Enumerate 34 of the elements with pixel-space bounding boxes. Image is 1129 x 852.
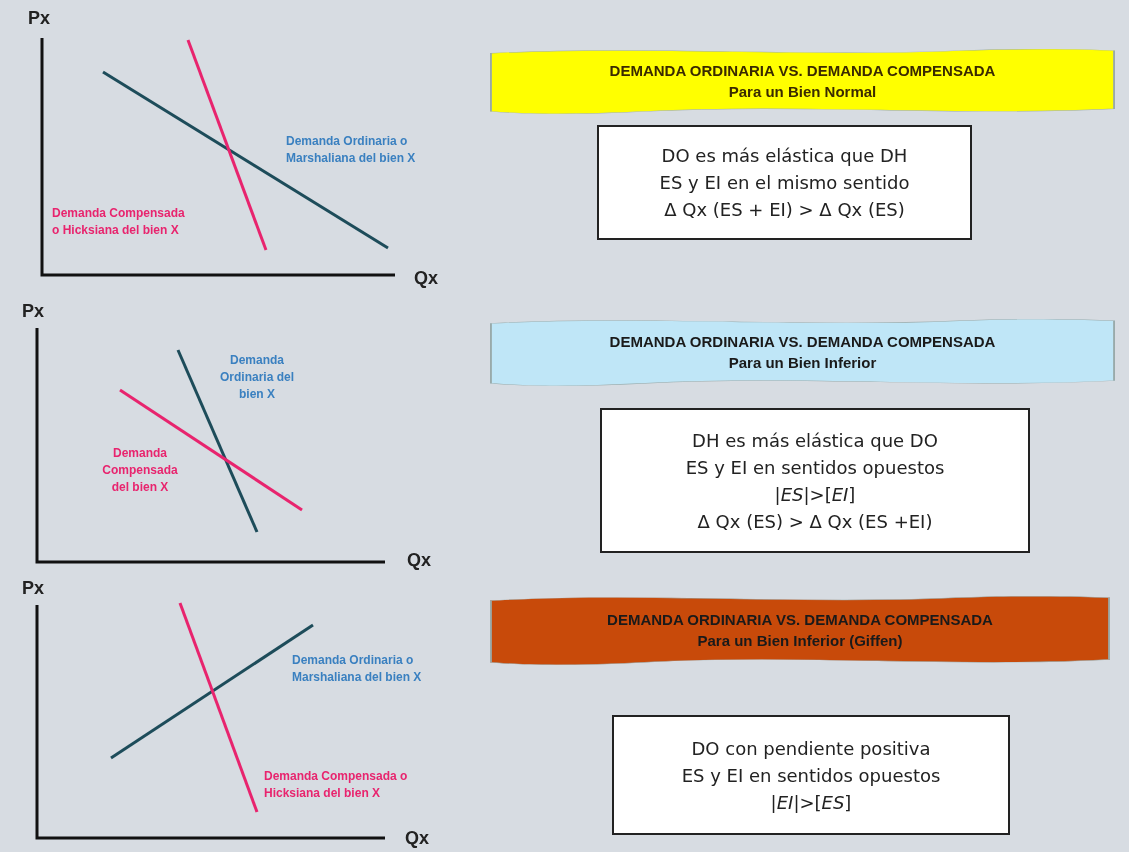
title-banner bbox=[490, 595, 1110, 665]
text-box bbox=[597, 125, 972, 240]
curve-label: Demanda Compensada del bien X bbox=[101, 445, 179, 496]
axis-label: Px bbox=[22, 580, 45, 597]
statement-text: Δ Qx (ES + EI) > Δ Qx (ES) bbox=[664, 198, 905, 222]
title-banner bbox=[490, 48, 1115, 114]
statement-text: |ES|>[EI] bbox=[774, 482, 856, 507]
banner-subtitle: Para un Bien Inferior (Giffen) bbox=[697, 631, 903, 651]
statement-text: DO es más elástica que DH bbox=[661, 144, 908, 168]
statement-text: ES y EI en el mismo sentido bbox=[659, 171, 910, 195]
statement-text: |EI|>[ES] bbox=[770, 790, 852, 815]
statement-text: DO con pendiente positiva bbox=[691, 736, 931, 761]
curve-label: Demanda Ordinaria o Marshaliana del bien X bbox=[292, 652, 423, 686]
axis-label: Px bbox=[28, 10, 51, 27]
axis-label: Qx bbox=[405, 830, 429, 847]
banner-title: DEMANDA ORDINARIA VS. DEMANDA COMPENSADA bbox=[609, 61, 996, 81]
banner-subtitle: Para un Bien Inferior bbox=[728, 353, 877, 373]
axis-label: Px bbox=[22, 303, 45, 320]
statement-text: ES y EI en sentidos opuestos bbox=[685, 455, 945, 480]
curve-label: Demanda Ordinaria o Marshaliana del bien X bbox=[286, 133, 417, 167]
banner-title: DEMANDA ORDINARIA VS. DEMANDA COMPENSADA bbox=[609, 332, 996, 352]
text-box bbox=[600, 408, 1030, 553]
axis-label: Qx bbox=[407, 552, 431, 569]
title-banner bbox=[490, 318, 1115, 386]
banner-title: DEMANDA ORDINARIA VS. DEMANDA COMPENSADA bbox=[607, 610, 993, 630]
axis-label: Qx bbox=[414, 270, 438, 287]
statement-text: DH es más elástica que DO bbox=[692, 428, 938, 453]
statement-text: Δ Qx (ES) > Δ Qx (ES +EI) bbox=[697, 509, 933, 534]
curve-label: Demanda Compensada o Hicksiana del bien X bbox=[52, 205, 186, 239]
curve-label: Demanda Compensada o Hicksiana del bien X bbox=[264, 768, 409, 802]
text-box bbox=[612, 715, 1010, 835]
curve-label: Demanda Ordinaria del bien X bbox=[219, 352, 295, 403]
statement-text: ES y EI en sentidos opuestos bbox=[681, 763, 941, 788]
banner-subtitle: Para un Bien Normal bbox=[728, 82, 877, 102]
